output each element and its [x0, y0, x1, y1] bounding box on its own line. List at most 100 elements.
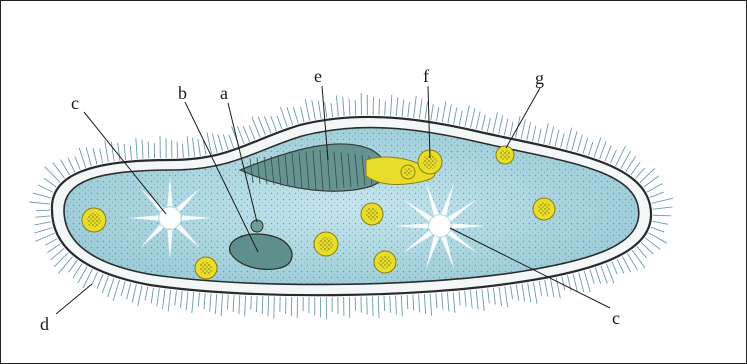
vacuole-center — [429, 215, 451, 237]
cilium — [454, 108, 457, 125]
cilium — [482, 289, 484, 311]
cilium — [396, 97, 398, 116]
cilium — [413, 295, 414, 311]
cilium — [210, 294, 211, 312]
cilium — [545, 280, 548, 297]
contractile-vacuole-left — [128, 176, 212, 260]
cilium — [318, 101, 321, 119]
food-vacuole-contents — [404, 168, 412, 176]
cilium — [595, 268, 600, 284]
cilium — [78, 267, 87, 284]
cilium — [556, 278, 560, 299]
cilium — [549, 126, 553, 145]
cilium — [336, 95, 338, 116]
cilium — [35, 216, 50, 217]
cilium — [183, 144, 184, 158]
cilium — [180, 291, 182, 308]
cilium — [584, 271, 590, 292]
cilium — [305, 99, 309, 121]
cilium — [579, 272, 584, 291]
cilium — [408, 102, 410, 117]
cilium — [102, 276, 108, 293]
cilium — [396, 296, 397, 315]
cilium — [124, 144, 126, 160]
cilium — [73, 263, 82, 277]
cilium — [193, 138, 195, 157]
cilium — [622, 256, 631, 272]
cilium — [612, 261, 618, 274]
cilium — [476, 290, 478, 310]
cilium — [47, 244, 60, 253]
cilium — [68, 158, 75, 172]
cilium — [218, 134, 223, 151]
cilium — [499, 287, 501, 306]
cilium — [521, 119, 525, 139]
cilium — [391, 95, 392, 116]
cilium — [550, 279, 554, 298]
cilium — [97, 274, 103, 289]
cilium — [215, 294, 216, 314]
label-c-left: c — [71, 93, 79, 113]
cilium — [476, 112, 480, 130]
cilium — [384, 296, 385, 311]
cilium — [601, 266, 607, 284]
cilium — [237, 126, 244, 144]
cilium — [651, 227, 664, 232]
cilium — [470, 290, 472, 308]
food-vacuole-contents — [87, 213, 101, 227]
cilium — [343, 97, 344, 116]
cilium — [641, 242, 653, 254]
cilium — [157, 288, 159, 306]
cilium — [561, 133, 565, 148]
cilium — [186, 292, 188, 311]
cilium — [192, 292, 194, 313]
cilium — [594, 137, 601, 157]
cilium — [331, 103, 333, 117]
cilium — [44, 178, 56, 187]
cilium — [280, 107, 287, 127]
cilium — [510, 122, 513, 137]
cilium — [453, 292, 455, 313]
cilium — [650, 192, 664, 198]
cilium — [606, 264, 614, 284]
cilium — [355, 100, 356, 115]
cilium — [645, 238, 660, 250]
label-e: e — [314, 66, 322, 86]
cilium — [385, 101, 386, 115]
cilium — [390, 296, 391, 313]
cilium — [522, 284, 525, 302]
cilium — [287, 107, 293, 125]
cilium — [493, 288, 495, 305]
food-vacuole-contents — [319, 237, 333, 251]
cilium — [118, 143, 120, 161]
cilium — [504, 119, 508, 136]
cilium — [293, 107, 298, 123]
cilium — [58, 257, 72, 274]
cilium — [401, 295, 402, 316]
cilium — [312, 100, 316, 120]
cilium — [637, 246, 647, 258]
cilium — [589, 142, 593, 155]
cilium — [600, 141, 607, 159]
cilium — [243, 126, 249, 142]
cilium — [251, 296, 252, 310]
food-vacuole-contents — [537, 202, 550, 215]
cilium — [34, 222, 51, 225]
food-vacuole-contents — [500, 150, 511, 161]
cilium — [372, 296, 373, 316]
cilium — [465, 291, 466, 307]
cilium — [652, 198, 673, 203]
cilium — [527, 122, 531, 140]
cilium — [653, 215, 671, 216]
cilium — [447, 292, 449, 311]
food-vacuole-contents — [378, 255, 391, 268]
cilium — [590, 269, 594, 283]
label-a: a — [220, 83, 228, 103]
cilium — [258, 117, 266, 136]
cilium — [379, 99, 380, 115]
cilium — [583, 138, 588, 153]
cilium — [626, 156, 636, 171]
cilium — [533, 282, 537, 304]
cilium — [34, 228, 52, 233]
